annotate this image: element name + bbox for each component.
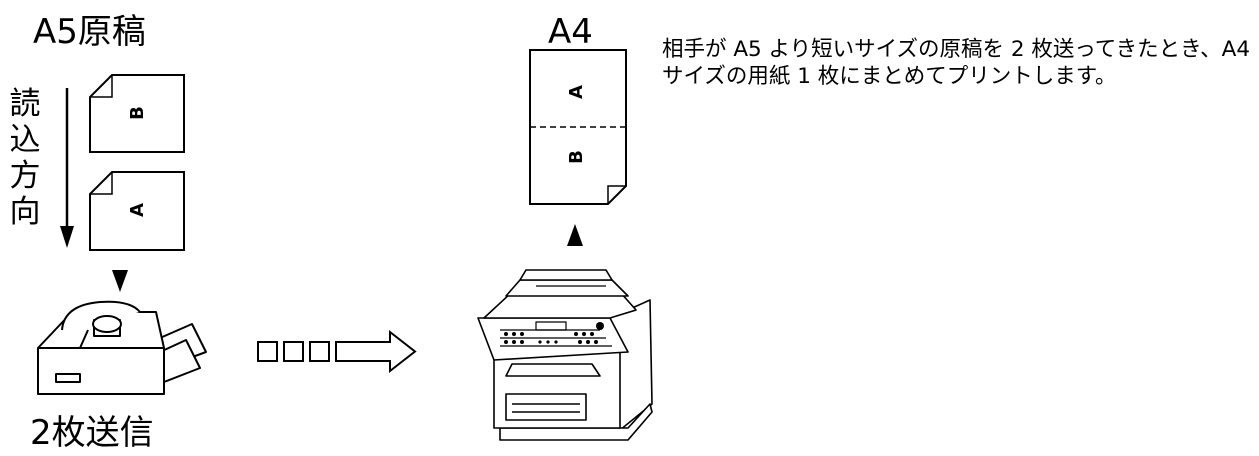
read-direction-char: 込 [9,122,41,158]
page-letter-a: A [127,203,148,217]
page-letter-b: B [566,150,587,164]
read-direction-char: 読 [9,86,41,122]
output-label: A4 [548,12,593,52]
up-arrow-icon [567,224,583,246]
a4-output-page: A B [529,49,627,205]
read-direction-char: 方 [9,158,41,194]
read-direction-label: 読 込 方 向 [8,86,42,230]
down-arrow-icon [112,270,128,292]
transmission-arrow-icon [257,329,417,374]
fax-machine-icon [37,300,207,395]
description-text: 相手が A5 より短いサイズの原稿を 2 枚送ってきたとき、A4 サイズの用紙 … [662,37,1250,89]
a5-page-b: B [89,74,185,153]
source-label: A5原稿 [33,12,146,52]
page-letter-a: A [566,85,587,99]
read-direction-arrow [60,88,74,248]
send-label: 2枚送信 [30,413,154,453]
page-letter-b: B [127,106,148,120]
multifunction-printer-icon [477,269,653,441]
a5-page-a: A [89,171,185,251]
read-direction-char: 向 [9,194,41,230]
